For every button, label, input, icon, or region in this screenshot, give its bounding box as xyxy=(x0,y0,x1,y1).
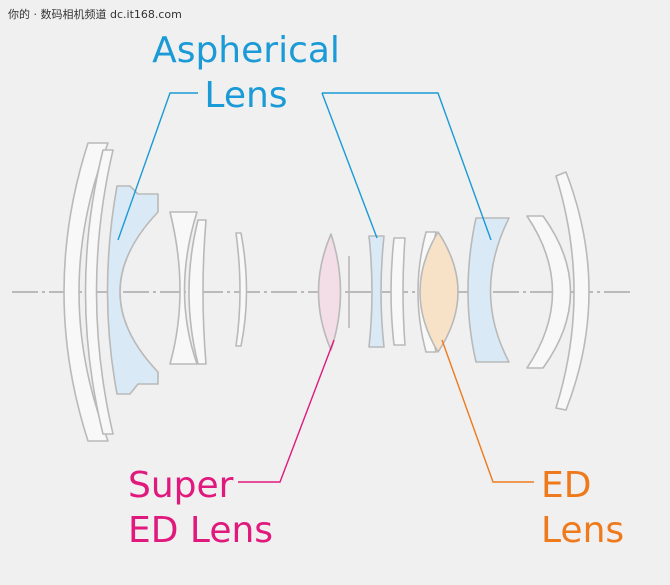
lens-element-2 xyxy=(84,149,114,435)
watermark-text: 你的 · 数码相机频道 dc.it168.com xyxy=(8,7,182,21)
aspherical-lens-element-rear xyxy=(467,217,510,363)
aspherical-leader-line-rear xyxy=(322,92,492,241)
super-ed-leader-line xyxy=(238,339,335,483)
ed-label-line1: ED xyxy=(541,465,591,506)
lens-element-6 xyxy=(235,232,248,347)
aspherical-lens-element-middle xyxy=(368,235,385,348)
aspherical-lens-element-front xyxy=(106,185,159,395)
lens-element-5 xyxy=(188,219,207,365)
lens-elements xyxy=(63,142,590,442)
lens-element-10 xyxy=(390,237,406,346)
super-ed-label-line2: ED Lens xyxy=(128,510,273,551)
aspherical-label-line2: Lens xyxy=(204,75,287,116)
super-ed-label-line1: Super xyxy=(128,465,234,506)
lens-element-14 xyxy=(526,215,572,369)
super-ed-lens-element xyxy=(317,233,342,351)
ed-label-line2: Lens xyxy=(541,510,624,551)
lens-element-1 xyxy=(63,142,109,442)
ed-lens-element xyxy=(419,231,459,353)
aspherical-leader-line-middle xyxy=(321,92,378,239)
aspherical-leader-line-front xyxy=(117,92,198,241)
lens-element-4 xyxy=(169,211,198,365)
ed-leader-line xyxy=(441,339,534,483)
aspherical-label-line1: Aspherical xyxy=(152,30,340,71)
lens-element-15 xyxy=(555,171,590,411)
